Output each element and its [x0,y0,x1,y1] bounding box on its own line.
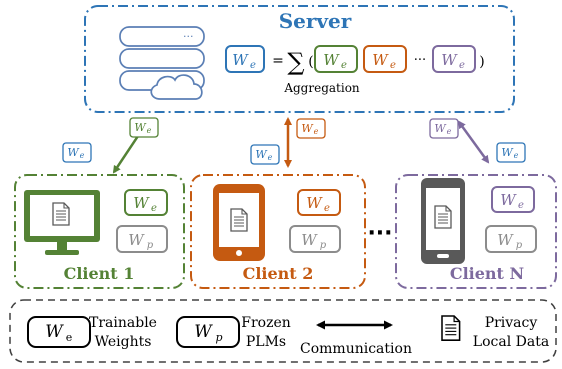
svg-text:e: e [459,60,465,71]
legend-communication-label: Communication [300,341,412,357]
aggregation-formula: W e = ∑ ( W e W e ··· W e ) [225,45,485,76]
svg-text:p: p [516,240,523,251]
legend-privacy-line2: Local Data [473,334,549,350]
svg-text:e: e [314,127,319,136]
svg-text:W: W [194,322,213,342]
svg-text:W: W [45,322,64,342]
svg-text:W: W [134,121,147,134]
svg-text:W: W [500,191,517,209]
svg-text:W: W [133,194,150,212]
svg-text:e: e [447,127,452,136]
svg-text:p: p [147,240,154,251]
aggregation-label: Aggregation [283,81,360,95]
svg-text:W: W [441,51,458,69]
svg-text:W: W [232,51,249,69]
link-clientN: W e W e [429,118,526,164]
legend-trainable: W e Trainable Weights [27,315,157,350]
svg-text:e: e [66,331,73,344]
legend: W e Trainable Weights W p Frozen PLMs Co… [9,299,557,363]
server-cloud-icon: ··· [119,26,205,100]
svg-text:W: W [501,146,514,159]
monitor-icon [24,190,100,255]
client1-trainable-badge [124,189,168,216]
server-panel: Server ··· W e = ∑ ( W e W e ··· W [84,5,515,113]
svg-text:W: W [128,231,145,249]
close-paren: ) [479,54,484,70]
svg-text:e: e [147,126,152,135]
client-1-label: Client 1 [64,264,135,283]
svg-text:p: p [215,331,222,344]
open-paren: ( [308,54,313,70]
legend-trainable-line1: Trainable [89,315,157,331]
client1-frozen-badge [116,225,168,253]
client1-weight-term [314,45,358,73]
svg-text:e: e [518,200,524,211]
document-icon [441,315,461,341]
svg-text:e: e [250,60,256,71]
sum-symbol: ∑ [287,48,304,76]
legend-privacy-line1: Privacy [485,315,538,331]
svg-text:···: ··· [183,30,194,43]
svg-text:W: W [323,51,340,69]
svg-text:W: W [306,194,323,212]
legend-frozen: W p Frozen PLMs [176,315,291,350]
client2-frozen-badge [289,225,341,253]
client2-weight-term [363,45,407,73]
client-1-panel: W e W p Client 1 [14,174,185,289]
svg-text:W: W [255,148,268,161]
svg-text:W: W [301,231,318,249]
aggregated-weight-box [225,45,265,73]
svg-text:W: W [434,122,447,135]
svg-text:e: e [341,60,347,71]
svg-text:e: e [514,151,519,160]
link-client2: W e W e [250,117,326,168]
client-2-panel: W e W p Client 2 [190,174,366,289]
svg-text:W: W [372,51,389,69]
legend-frozen-line2: PLMs [246,334,286,350]
svg-text:W: W [67,146,80,159]
clientN-weight-term [432,45,476,73]
svg-text:e: e [80,151,85,160]
svg-text:e: e [151,203,157,214]
legend-trainable-line2: Weights [95,334,152,350]
formula-ellipsis: ··· [414,53,426,68]
client2-trainable-badge [297,189,341,216]
svg-text:e: e [268,153,273,162]
svg-text:e: e [390,60,396,71]
svg-text:p: p [320,240,327,251]
privacy-doc-icon [52,202,70,226]
phone-icon [421,178,465,264]
clientN-trainable-badge [491,186,535,213]
server-title: Server [279,9,352,33]
equals-sign: = [272,53,284,69]
legend-communication: Communication [300,320,412,357]
client-N-label: Client N [450,264,524,283]
svg-text:e: e [324,203,330,214]
legend-frozen-line1: Frozen [241,315,291,331]
svg-text:W: W [301,122,314,135]
client-N-panel: W e W p Client N [395,174,557,289]
link-client1: W e W e [62,117,159,174]
tablet-icon [213,184,265,261]
clients-ellipsis: ··· [367,221,392,246]
privacy-doc-icon [230,208,248,232]
legend-privacy: Privacy Local Data [441,315,549,350]
privacy-doc-icon [434,205,452,229]
svg-text:W: W [497,231,514,249]
clientN-frozen-badge [485,225,537,253]
client-2-label: Client 2 [243,264,314,283]
